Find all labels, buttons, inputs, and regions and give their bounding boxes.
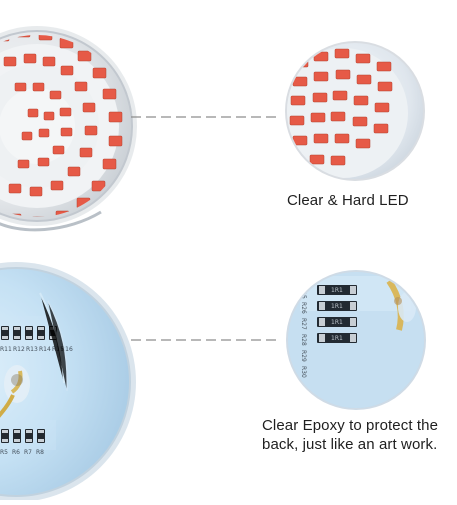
svg-text:1R1: 1R1 xyxy=(331,319,343,326)
svg-text:R26: R26 xyxy=(300,302,307,314)
svg-text:R8: R8 xyxy=(36,449,44,456)
back-lamp-board: R11 R12 R13 R14 R15 R16 R5 R6 R7 R8 xyxy=(0,262,136,502)
svg-text:1R1: 1R1 xyxy=(331,303,343,310)
svg-text:R5: R5 xyxy=(0,449,8,456)
front-lamp xyxy=(0,26,137,232)
svg-text:R30: R30 xyxy=(300,366,307,378)
svg-text:R27: R27 xyxy=(300,318,307,330)
svg-text:1R1: 1R1 xyxy=(331,287,343,294)
svg-text:R13: R13 xyxy=(26,346,38,353)
led-closeup xyxy=(285,41,425,181)
epoxy-closeup: 1R1 1R1 1R1 1R1 R25 R26 R27 R28 R29 R30 xyxy=(286,270,426,410)
svg-text:R14: R14 xyxy=(39,346,51,353)
svg-text:R28: R28 xyxy=(300,334,307,346)
bottom-caption-line-1: Clear Epoxy to protect the xyxy=(262,417,439,434)
svg-text:1R1: 1R1 xyxy=(331,335,343,342)
top-caption: Clear & Hard LED xyxy=(287,192,409,209)
svg-text:R6: R6 xyxy=(12,449,20,456)
svg-text:R11: R11 xyxy=(0,346,12,353)
svg-text:R12: R12 xyxy=(13,346,25,353)
svg-text:R16: R16 xyxy=(61,346,73,353)
bottom-caption: Clear Epoxy to protect the back, just li… xyxy=(262,416,438,454)
svg-text:R29: R29 xyxy=(300,350,307,362)
svg-text:R7: R7 xyxy=(24,449,32,456)
bottom-caption-line-2: back, just like an art work. xyxy=(262,436,438,453)
